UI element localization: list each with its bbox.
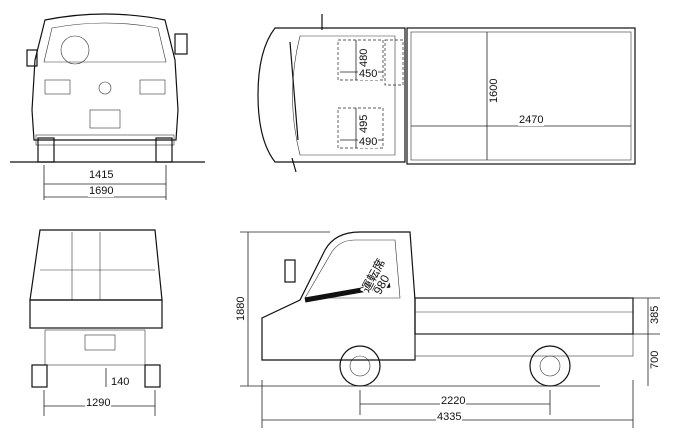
overall-length-label: 4335 bbox=[436, 411, 463, 423]
seat-depth-rear-label: 495 bbox=[358, 113, 370, 134]
rear-view bbox=[29, 229, 163, 416]
seat-width-front-label: 450 bbox=[358, 68, 379, 80]
bed-side-height-label: 385 bbox=[649, 304, 661, 325]
overall-height-label: 1880 bbox=[235, 295, 247, 322]
ground-clearance-label: 140 bbox=[110, 376, 131, 388]
bed-floor-height-label: 700 bbox=[649, 349, 661, 370]
seat-depth-front-label: 480 bbox=[358, 47, 370, 68]
bed-length-label: 2470 bbox=[518, 114, 545, 126]
wheelbase-label: 2220 bbox=[440, 395, 467, 407]
front-view bbox=[10, 13, 205, 200]
tread-width-label: 1415 bbox=[88, 169, 115, 181]
rear-tread-label: 1290 bbox=[85, 397, 112, 409]
overall-width-label: 1690 bbox=[88, 185, 115, 197]
seat-width-rear-label: 490 bbox=[358, 136, 379, 148]
top-view bbox=[257, 14, 636, 173]
bed-width-label: 1600 bbox=[488, 77, 500, 104]
